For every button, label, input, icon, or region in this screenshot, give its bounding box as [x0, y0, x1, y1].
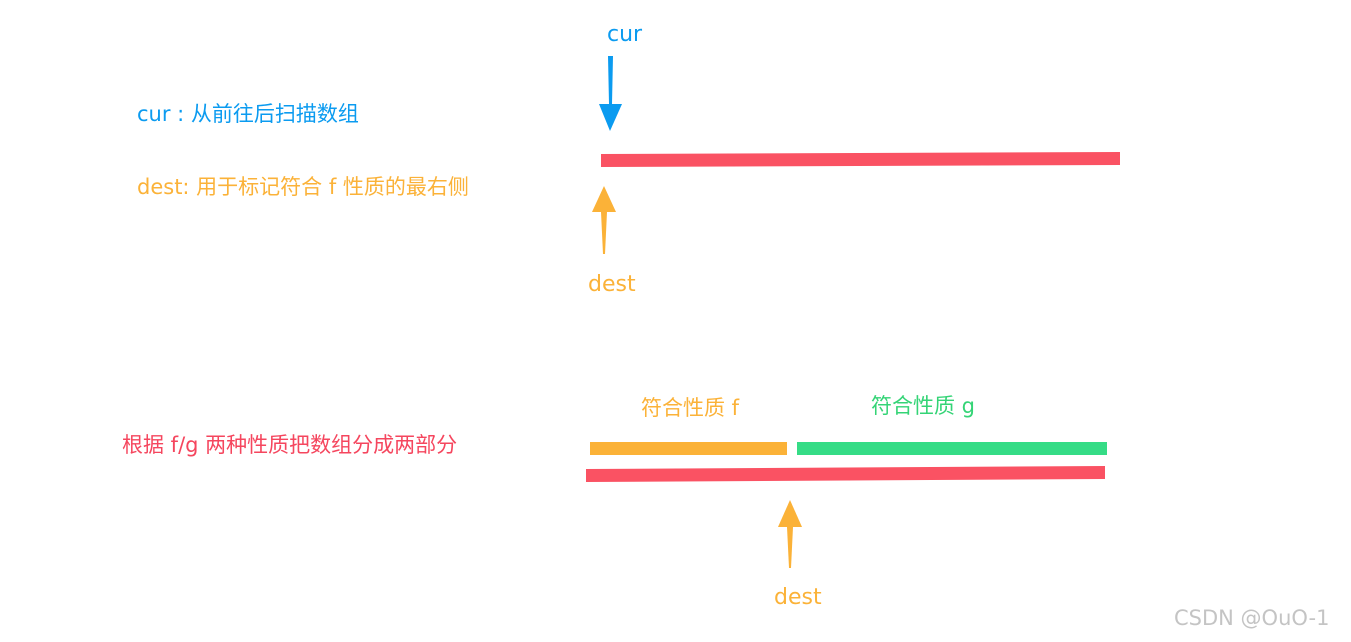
- segment-g-label: 符合性质 g: [871, 394, 976, 418]
- top-array-bar: [601, 152, 1120, 167]
- bottom-dest-arrow-icon: [778, 500, 802, 568]
- cur-pointer-label: cur: [607, 22, 643, 47]
- csdn-watermark: CSDN @OuO-1: [1174, 606, 1330, 630]
- cur-description: cur : 从前往后扫描数组: [137, 102, 359, 126]
- cur-arrow-icon: [599, 56, 622, 131]
- segment-f-bar: [590, 442, 787, 455]
- dest-pointer-label: dest: [588, 272, 636, 297]
- segment-f-label: 符合性质 f: [641, 396, 740, 420]
- partition-caption: 根据 f/g 两种性质把数组分成两部分: [122, 433, 458, 457]
- segment-g-bar: [797, 442, 1107, 455]
- bottom-dest-pointer-label: dest: [774, 585, 822, 610]
- bottom-array-bar: [586, 466, 1105, 482]
- dest-description: dest: 用于标记符合 f 性质的最右侧: [137, 175, 469, 199]
- dest-arrow-icon: [592, 186, 616, 254]
